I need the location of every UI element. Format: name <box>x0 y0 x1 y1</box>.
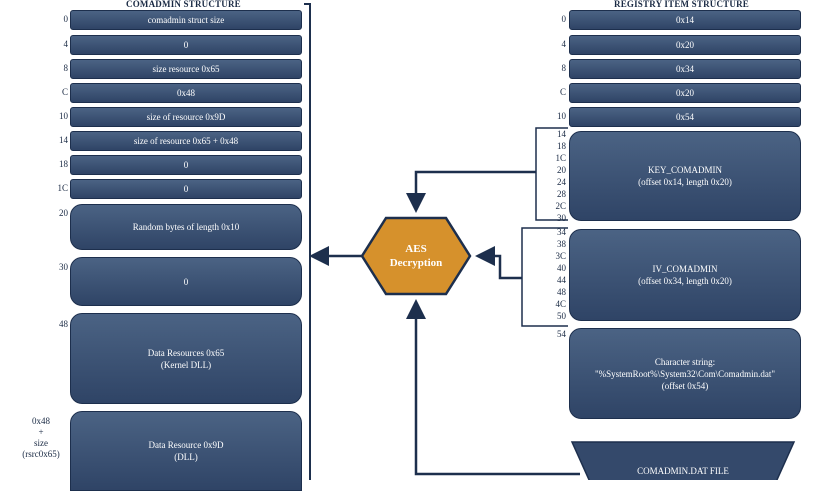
comadmin-field-data-resource-65: Data Resources 0x65 (Kernel DLL) <box>70 313 302 404</box>
comadmin-offset-20: 20 <box>59 208 68 218</box>
comadmin-bracket <box>304 3 311 480</box>
key-offset: 14 <box>557 129 566 139</box>
iv-offset: 48 <box>557 287 566 297</box>
comadmin-offset-dynamic: 0x48 + size (rsrc0x65) <box>22 416 60 459</box>
comadmin-field-4: 0 <box>70 35 302 55</box>
comadmin-offset-8: 8 <box>63 63 69 73</box>
iv-offset: 3C <box>555 251 566 261</box>
iv-offset: 4C <box>555 299 566 309</box>
registry-offset-4: 4 <box>561 39 567 49</box>
comadmin-field-size-combined: size of resource 0x65 + 0x48 <box>70 131 302 151</box>
comadmin-field-struct-size: comadmin struct size <box>70 10 302 30</box>
aes-hexagon <box>360 216 472 296</box>
comadmin-offset-18: 18 <box>59 159 68 169</box>
registry-field-8: 0x34 <box>569 59 801 79</box>
key-offset: 30 <box>557 213 566 223</box>
registry-field-0: 0x14 <box>569 10 801 30</box>
string-offset: 54 <box>557 329 566 339</box>
registry-field-10: 0x54 <box>569 107 801 127</box>
registry-offset-10: 10 <box>557 111 566 121</box>
comadmin-field-size-resource-9d: size of resource 0x9D <box>70 107 302 127</box>
comadmin-field-1c: 0 <box>70 179 302 199</box>
key-offset: 20 <box>557 165 566 175</box>
iv-offset: 44 <box>557 275 566 285</box>
system-path-string-box: Character string: "%SystemRoot%\System32… <box>569 328 801 419</box>
arrow-file-to-aes <box>406 299 580 476</box>
key-offset: 24 <box>557 177 566 187</box>
registry-offset-0: 0 <box>561 14 567 24</box>
connector-lines <box>304 3 796 480</box>
iv-offset: 50 <box>557 311 566 321</box>
comadmin-file-shape <box>570 441 796 480</box>
iv-offset: 40 <box>557 263 566 273</box>
comadmin-field-30: 0 <box>70 257 302 306</box>
comadmin-offset-14: 14 <box>59 135 68 145</box>
comadmin-field-data-resource-9d: Data Resource 0x9D (DLL) <box>70 411 302 491</box>
arrow-key-to-aes <box>406 170 536 213</box>
comadmin-field-18: 0 <box>70 155 302 175</box>
arrow-iv-to-aes <box>475 246 522 280</box>
comadmin-dat-file: COMADMIN.DAT FILE <box>572 440 794 480</box>
comadmin-offset-30: 30 <box>59 262 68 272</box>
iv-offset: 38 <box>557 239 566 249</box>
aes-label: AES <box>405 243 427 255</box>
key-offset: 28 <box>557 189 566 199</box>
registry-field-4: 0x20 <box>569 35 801 55</box>
iv-comadmin-box: IV_COMADMIN (offset 0x34, length 0x20) <box>569 229 801 321</box>
registry-structure-title: REGISTRY ITEM STRUCTURE <box>614 0 749 9</box>
comadmin-dat-file-label: COMADMIN.DAT FILE <box>637 466 729 476</box>
comadmin-offset-4: 4 <box>63 39 69 49</box>
comadmin-field-random-bytes: Random bytes of length 0x10 <box>70 204 302 250</box>
comadmin-field-size-resource-65: size resource 0x65 <box>70 59 302 79</box>
comadmin-field-c: 0x48 <box>70 83 302 103</box>
registry-field-c: 0x20 <box>569 83 801 103</box>
comadmin-offset-c: C <box>61 87 68 97</box>
registry-offset-8: 8 <box>561 63 567 73</box>
aes-decryption-node: AES Decryption <box>362 218 470 294</box>
key-offset: 18 <box>557 141 566 151</box>
comadmin-offset-10: 10 <box>59 111 68 121</box>
comadmin-structure-title: COMADMIN STRUCTURE <box>126 0 241 9</box>
aes-decryption-label: Decryption <box>389 257 443 269</box>
key-bracket <box>535 127 568 221</box>
registry-offset-c: C <box>559 87 566 97</box>
iv-offset: 34 <box>557 227 566 237</box>
comadmin-offset-0: 0 <box>63 14 69 24</box>
comadmin-offset-1c: 1C <box>57 183 68 193</box>
comadmin-offset-48: 48 <box>59 319 68 329</box>
key-offset: 1C <box>555 153 566 163</box>
key-offset: 2C <box>555 201 566 211</box>
key-comadmin-box: KEY_COMADMIN (offset 0x14, length 0x20) <box>569 131 801 221</box>
